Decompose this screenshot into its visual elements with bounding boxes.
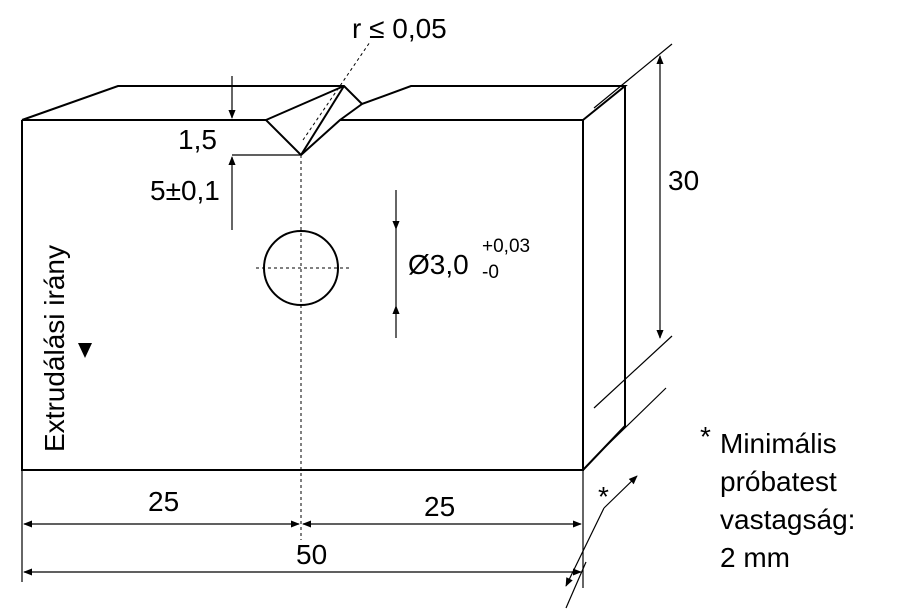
thickness-note: * Minimális próbatest vastagság: 2 mm: [700, 421, 855, 573]
radius-label: r ≤ 0,05: [352, 13, 447, 44]
note-line-3: vastagság:: [720, 504, 855, 535]
hole-tolerance-lower: -0: [482, 262, 499, 283]
hole-tolerance-upper: +0,03: [482, 236, 530, 257]
extrusion-direction-arrow-icon: [78, 343, 92, 358]
height-label: 30: [668, 165, 699, 196]
width-dimensions: [21, 470, 584, 588]
extrusion-direction-label: Extrudálási irány: [39, 245, 70, 452]
note-line-4: 2 mm: [720, 542, 790, 573]
notch-depth-label: 1,5: [178, 124, 217, 155]
thickness-asterisk: *: [598, 481, 609, 512]
note-line-1: Minimális: [720, 428, 837, 459]
half-width-right-label: 25: [424, 491, 455, 522]
note-asterisk: *: [700, 421, 711, 452]
width-label: 50: [296, 539, 327, 570]
notch-depth-dimension: [228, 76, 300, 230]
hole-offset-label: 5±0,1: [150, 175, 220, 206]
note-line-2: próbatest: [720, 466, 837, 497]
hole-diameter-label: Ø3,0: [408, 249, 469, 280]
radius-leader: [302, 41, 371, 141]
half-width-left-label: 25: [148, 486, 179, 517]
height-dimension: [593, 43, 673, 409]
block-outline: [21, 85, 628, 471]
thickness-dimension: [565, 387, 667, 609]
